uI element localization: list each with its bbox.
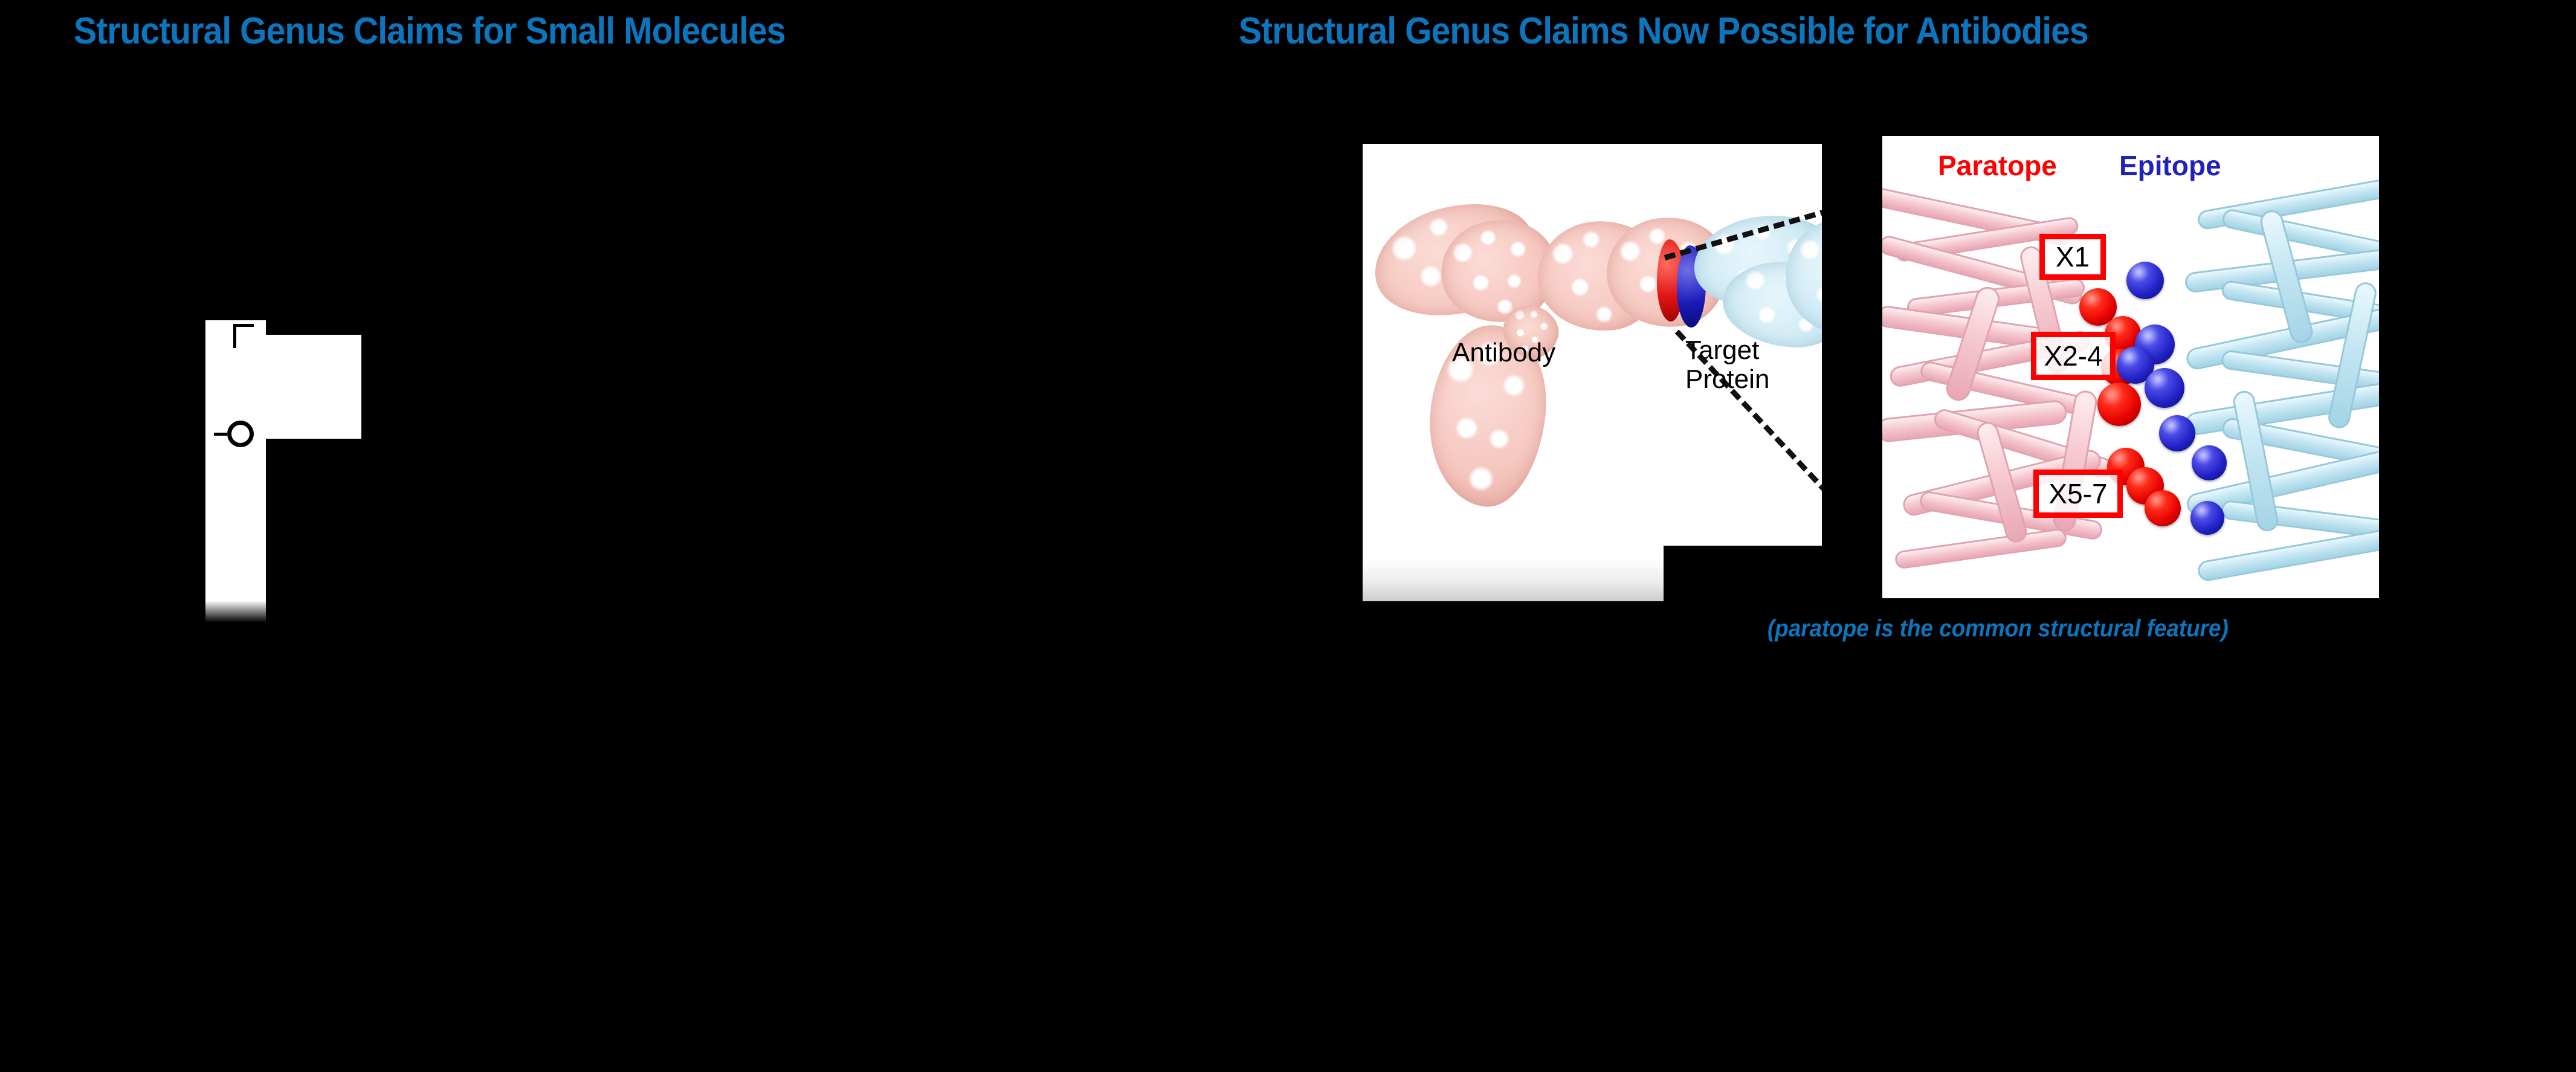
paratope-header-label: Paratope — [1938, 150, 2057, 181]
molecule-edge-nub — [205, 433, 207, 453]
antibody-label: Antibody — [1452, 338, 1556, 367]
molecule-bond-rule — [266, 439, 361, 442]
page-title-left: Structural Genus Claims for Small Molecu… — [74, 10, 786, 52]
figure-caption: (paratope is the common structural featu… — [1767, 615, 2229, 642]
paratope-residue-sphere — [2145, 490, 2181, 526]
small-molecule-structure-image — [205, 320, 363, 622]
epitope-residue-sphere — [2159, 415, 2195, 451]
callout-box-x5-7: X5-7 — [2033, 470, 2123, 518]
molecule-block-shape — [266, 335, 361, 439]
epitope-residue-sphere — [2145, 368, 2184, 408]
antibody-complex-image: Antibody Target Protein — [1363, 144, 1822, 601]
callout-box-x2-4: X2-4 — [2031, 332, 2116, 380]
oxygen-atom-icon — [227, 421, 254, 447]
molecule-bond-tick — [233, 324, 254, 327]
paratope-residue-sphere — [2079, 288, 2117, 326]
molecule-stem-shape — [205, 320, 266, 586]
paratope-epitope-ribbon-image: Paratope Epitope — [1879, 133, 2382, 601]
molecule-stem-fade — [205, 586, 266, 622]
page-title-right: Structural Genus Claims Now Possible for… — [1239, 10, 2089, 52]
epitope-header-label: Epitope — [2119, 150, 2221, 181]
epitope-residue-sphere — [2190, 501, 2224, 535]
epitope-residue-sphere — [2192, 445, 2227, 480]
molecule-bond-vertical — [233, 326, 236, 348]
paratope-residue-sphere — [2097, 383, 2141, 426]
panel-corner-crop — [1664, 546, 1822, 601]
molecule-bond-dash — [214, 433, 227, 436]
epitope-residue-sphere — [2126, 262, 2164, 299]
target-protein-label: Target Protein — [1685, 335, 1770, 394]
callout-box-x1: X1 — [2039, 234, 2106, 280]
